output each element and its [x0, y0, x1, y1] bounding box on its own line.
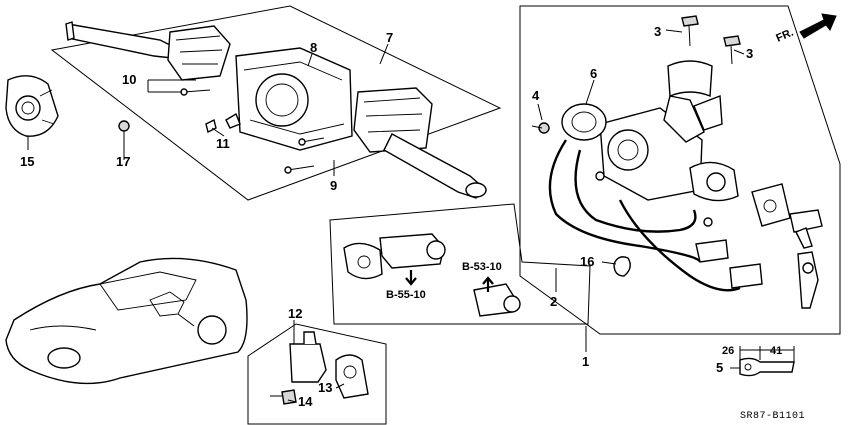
callout-9: 9 [330, 178, 337, 193]
dimension-41: 41 [770, 345, 782, 357]
screw-17 [118, 120, 130, 150]
callout-14: 14 [298, 394, 313, 409]
reference-b55: B-55-10 [386, 289, 426, 301]
car-outline [5, 257, 248, 385]
callout-7: 7 [386, 30, 393, 45]
front-direction-label: FR. [774, 27, 795, 45]
callout-1: 1 [582, 354, 589, 369]
callout-5: 5 [716, 360, 723, 375]
callout-10: 10 [122, 72, 136, 87]
callout-2: 2 [550, 294, 557, 309]
dimension-26: 26 [722, 345, 734, 357]
callout-4: 4 [532, 88, 540, 103]
combination-switch-panel [50, 5, 502, 201]
cancel-sleeve-15 [5, 75, 59, 137]
callout-16: 16 [580, 254, 594, 269]
callout-6: 6 [590, 66, 597, 81]
callout-3b: 3 [746, 46, 753, 61]
front-direction-arrow-icon [799, 13, 837, 39]
ignition-assembly-panel [329, 5, 841, 335]
lock-sub-parts [343, 233, 521, 317]
callout-8: 8 [310, 40, 317, 55]
callout-3a: 3 [654, 24, 661, 39]
bottom-parts-panel [247, 323, 387, 425]
callout-13: 13 [318, 380, 332, 395]
diagram-code: SR87-B1101 [740, 411, 805, 422]
leader-lines [27, 29, 745, 403]
callout-12: 12 [288, 306, 302, 321]
callout-17: 17 [116, 154, 130, 169]
callout-11: 11 [216, 136, 230, 151]
reference-b53: B-53-10 [462, 261, 502, 273]
key-5 [739, 346, 795, 377]
callout-15: 15 [20, 154, 34, 169]
